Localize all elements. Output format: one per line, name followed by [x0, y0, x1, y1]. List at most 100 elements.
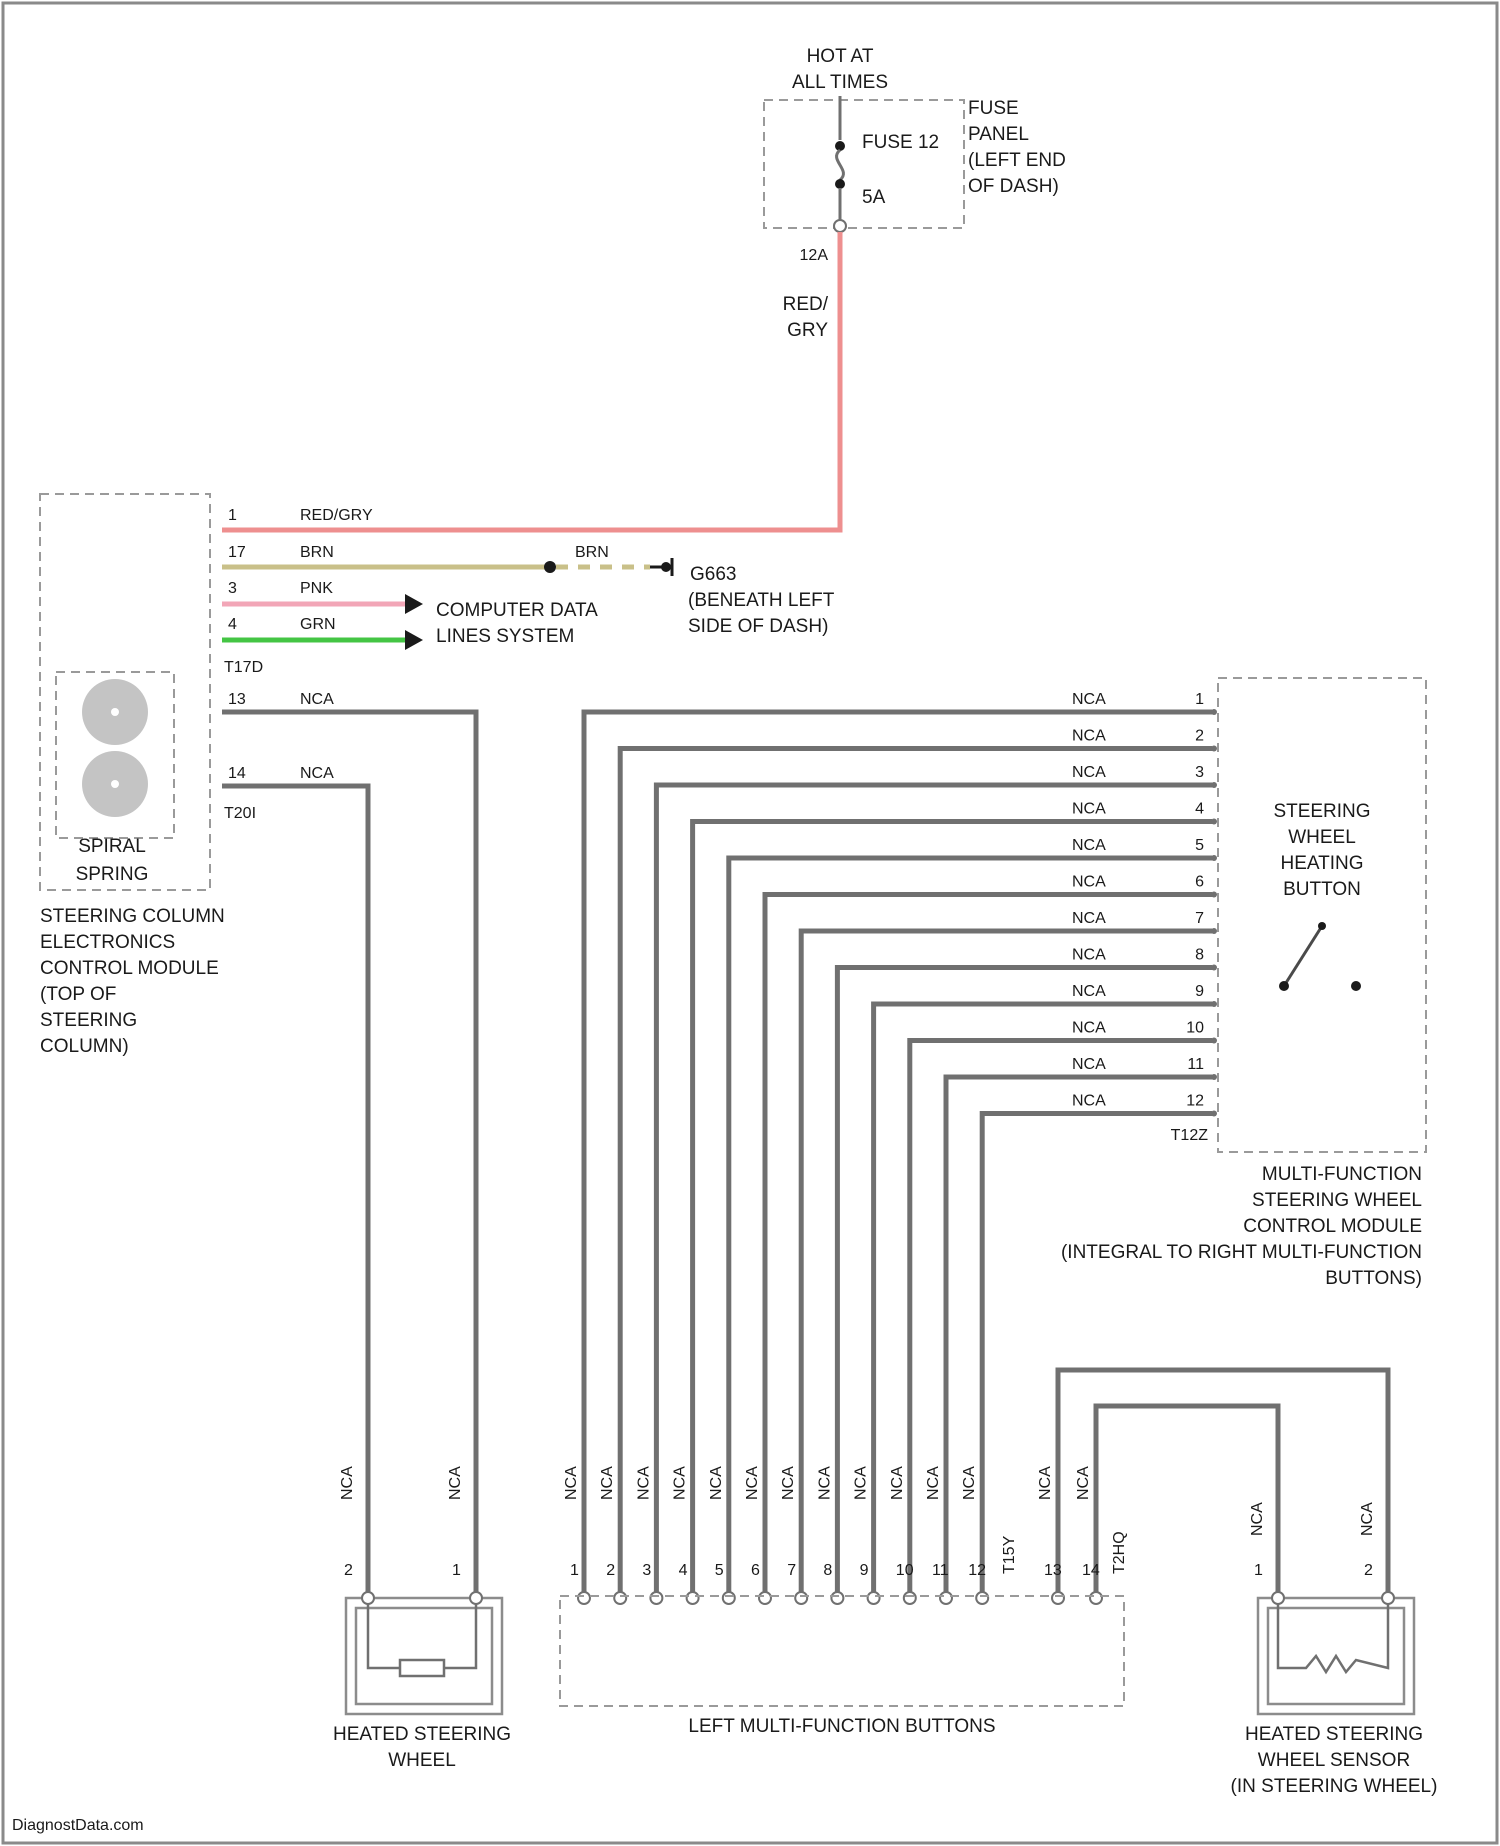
fuse-panel-line-4: OF DASH) — [968, 176, 1059, 197]
mfsw-wire-color-12: NCA — [1072, 1093, 1106, 1110]
lmfb-pin-8: 8 — [823, 1562, 832, 1579]
mfsw-wire-color-1: NCA — [1072, 691, 1106, 708]
hsw-terminal-a — [362, 1592, 374, 1604]
sensor-name-3: (IN STEERING WHEEL) — [1231, 1776, 1438, 1797]
watermark: DiagnostData.com — [12, 1817, 144, 1834]
ground-point — [661, 562, 671, 572]
mfsw-connector: T12Z — [1171, 1127, 1209, 1144]
lmfb-terminal — [795, 1592, 807, 1604]
lmfb-pin-3: 3 — [642, 1562, 651, 1579]
mfsw-pin-3: 3 — [1195, 764, 1204, 781]
sccm-name-5: STEERING — [40, 1010, 137, 1031]
fuse-terminal-top — [835, 141, 845, 151]
diagram-border — [3, 3, 1497, 1843]
mfsw-pin-6: 6 — [1195, 874, 1204, 891]
lmfb-pin-11: 11 — [932, 1562, 949, 1579]
lmfb-wire-label-3: NCA — [635, 1466, 652, 1500]
lmfb-pin-5: 5 — [715, 1562, 724, 1579]
mfsw-button-line-2: WHEEL — [1288, 827, 1356, 848]
lmfb-terminal — [904, 1592, 916, 1604]
lmfb-connector-b: T2HQ — [1111, 1531, 1128, 1574]
mfsw-wire-color-7: NCA — [1072, 910, 1106, 927]
heating-switch-pivot — [1279, 981, 1289, 991]
sccm-pin-1-color: RED/GRY — [300, 507, 373, 524]
sccm-pin-1: 1 — [228, 507, 237, 524]
lmfb-terminal — [723, 1592, 735, 1604]
mfsw-wire-color-8: NCA — [1072, 947, 1106, 964]
mfsw-pin-1: 1 — [1195, 691, 1204, 708]
sccm-pin-3-color: PNK — [300, 580, 333, 597]
mfsw-pin-5: 5 — [1195, 837, 1204, 854]
mfsw-pin-terminal — [1211, 1038, 1217, 1044]
lmfb-pin-9: 9 — [860, 1562, 869, 1579]
ground-id: G663 — [690, 564, 736, 585]
mfsw-name-1: MULTI-FUNCTION — [1262, 1164, 1422, 1185]
heating-switch-top — [1318, 922, 1326, 930]
brn-splice — [544, 561, 556, 573]
sccm-name-6: COLUMN) — [40, 1036, 129, 1057]
mfsw-wire-color-11: NCA — [1072, 1056, 1106, 1073]
sccm-connector-b: T20I — [224, 805, 256, 822]
fuse-terminal-bottom — [835, 179, 845, 189]
ground-wire-color: BRN — [575, 544, 609, 561]
lmfb-pin-2: 2 — [606, 1562, 615, 1579]
lmfb-wire-label-5: NCA — [708, 1466, 725, 1500]
sensor-name-2: WHEEL SENSOR — [1258, 1750, 1410, 1771]
hsw-wire-label-2: NCA — [447, 1466, 464, 1500]
lmfb-terminal — [614, 1592, 626, 1604]
lmfb-terminal — [1090, 1592, 1102, 1604]
spiral-label-1: SPIRAL — [78, 836, 146, 857]
lmfb-wire-label-6: NCA — [744, 1466, 761, 1500]
sensor-pin-2: 2 — [1364, 1562, 1373, 1579]
mfsw-button-line-1: STEERING — [1273, 801, 1370, 822]
mfsw-pin-terminal — [1211, 892, 1217, 898]
sensor-name-1: HEATED STEERING — [1245, 1724, 1423, 1745]
spiral-spring-coil-2-center — [111, 780, 119, 788]
sccm-pin-4-color: GRN — [300, 616, 336, 633]
hsw-terminal-b — [470, 1592, 482, 1604]
mfsw-pin-terminal — [1211, 709, 1217, 715]
sccm-pin-4: 4 — [228, 616, 237, 633]
power-wire-color-1: RED/ — [783, 294, 829, 315]
fuse-panel-line-3: (LEFT END — [968, 150, 1066, 171]
mfsw-name-2: STEERING WHEEL — [1252, 1190, 1422, 1211]
sensor-terminal-b — [1382, 1592, 1394, 1604]
sccm-name-4: (TOP OF — [40, 984, 116, 1005]
lmfb-pin-6: 6 — [751, 1562, 760, 1579]
sccm-pin-14: 14 — [228, 765, 246, 782]
mfsw-name-5: BUTTONS) — [1325, 1268, 1422, 1289]
mfsw-pin-7: 7 — [1195, 910, 1204, 927]
lmfb-wire-label-9: NCA — [853, 1466, 870, 1500]
sccm-name-2: ELECTRONICS — [40, 932, 175, 953]
mfsw-pin-terminal — [1211, 928, 1217, 934]
power-wire-color-2: GRY — [787, 320, 828, 341]
lmfb-wire-label-1: NCA — [563, 1466, 580, 1500]
mfsw-button-line-3: HEATING — [1280, 853, 1363, 874]
mfsw-name-3: CONTROL MODULE — [1243, 1216, 1422, 1237]
lmfb-pin-10: 10 — [896, 1562, 914, 1579]
lmfb-pin-13: 13 — [1044, 1562, 1062, 1579]
fuse-amperage: 5A — [862, 187, 886, 208]
mfsw-pin-8: 8 — [1195, 947, 1204, 964]
heating-switch-contact — [1351, 981, 1361, 991]
hsw-pin-1: 1 — [452, 1562, 461, 1579]
fuse-pin-label: 12A — [800, 247, 829, 264]
mfsw-pin-terminal — [1211, 1111, 1217, 1117]
mfsw-wire-color-6: NCA — [1072, 874, 1106, 891]
lmfb-wire-label-8: NCA — [816, 1466, 833, 1500]
mfsw-pin-11: 11 — [1187, 1056, 1204, 1073]
lmfb-connector-a: T15Y — [1001, 1535, 1018, 1574]
hsw-name-1: HEATED STEERING — [333, 1724, 511, 1745]
hsw-wire-label-1: NCA — [339, 1466, 356, 1500]
mfsw-pin-9: 9 — [1195, 983, 1204, 1000]
lmfb-pin-12: 12 — [968, 1562, 986, 1579]
fuse-name: FUSE 12 — [862, 132, 939, 153]
fuse-pin-terminal — [834, 220, 846, 232]
mfsw-wire-color-10: NCA — [1072, 1020, 1106, 1037]
mfsw-wire-color-5: NCA — [1072, 837, 1106, 854]
sensor-terminal-a — [1272, 1592, 1284, 1604]
mfsw-pin-terminal — [1211, 965, 1217, 971]
lmfb-wire-label-11: NCA — [925, 1466, 942, 1500]
lmfb-wire-label-2: NCA — [599, 1466, 616, 1500]
lmfb-terminal — [578, 1592, 590, 1604]
